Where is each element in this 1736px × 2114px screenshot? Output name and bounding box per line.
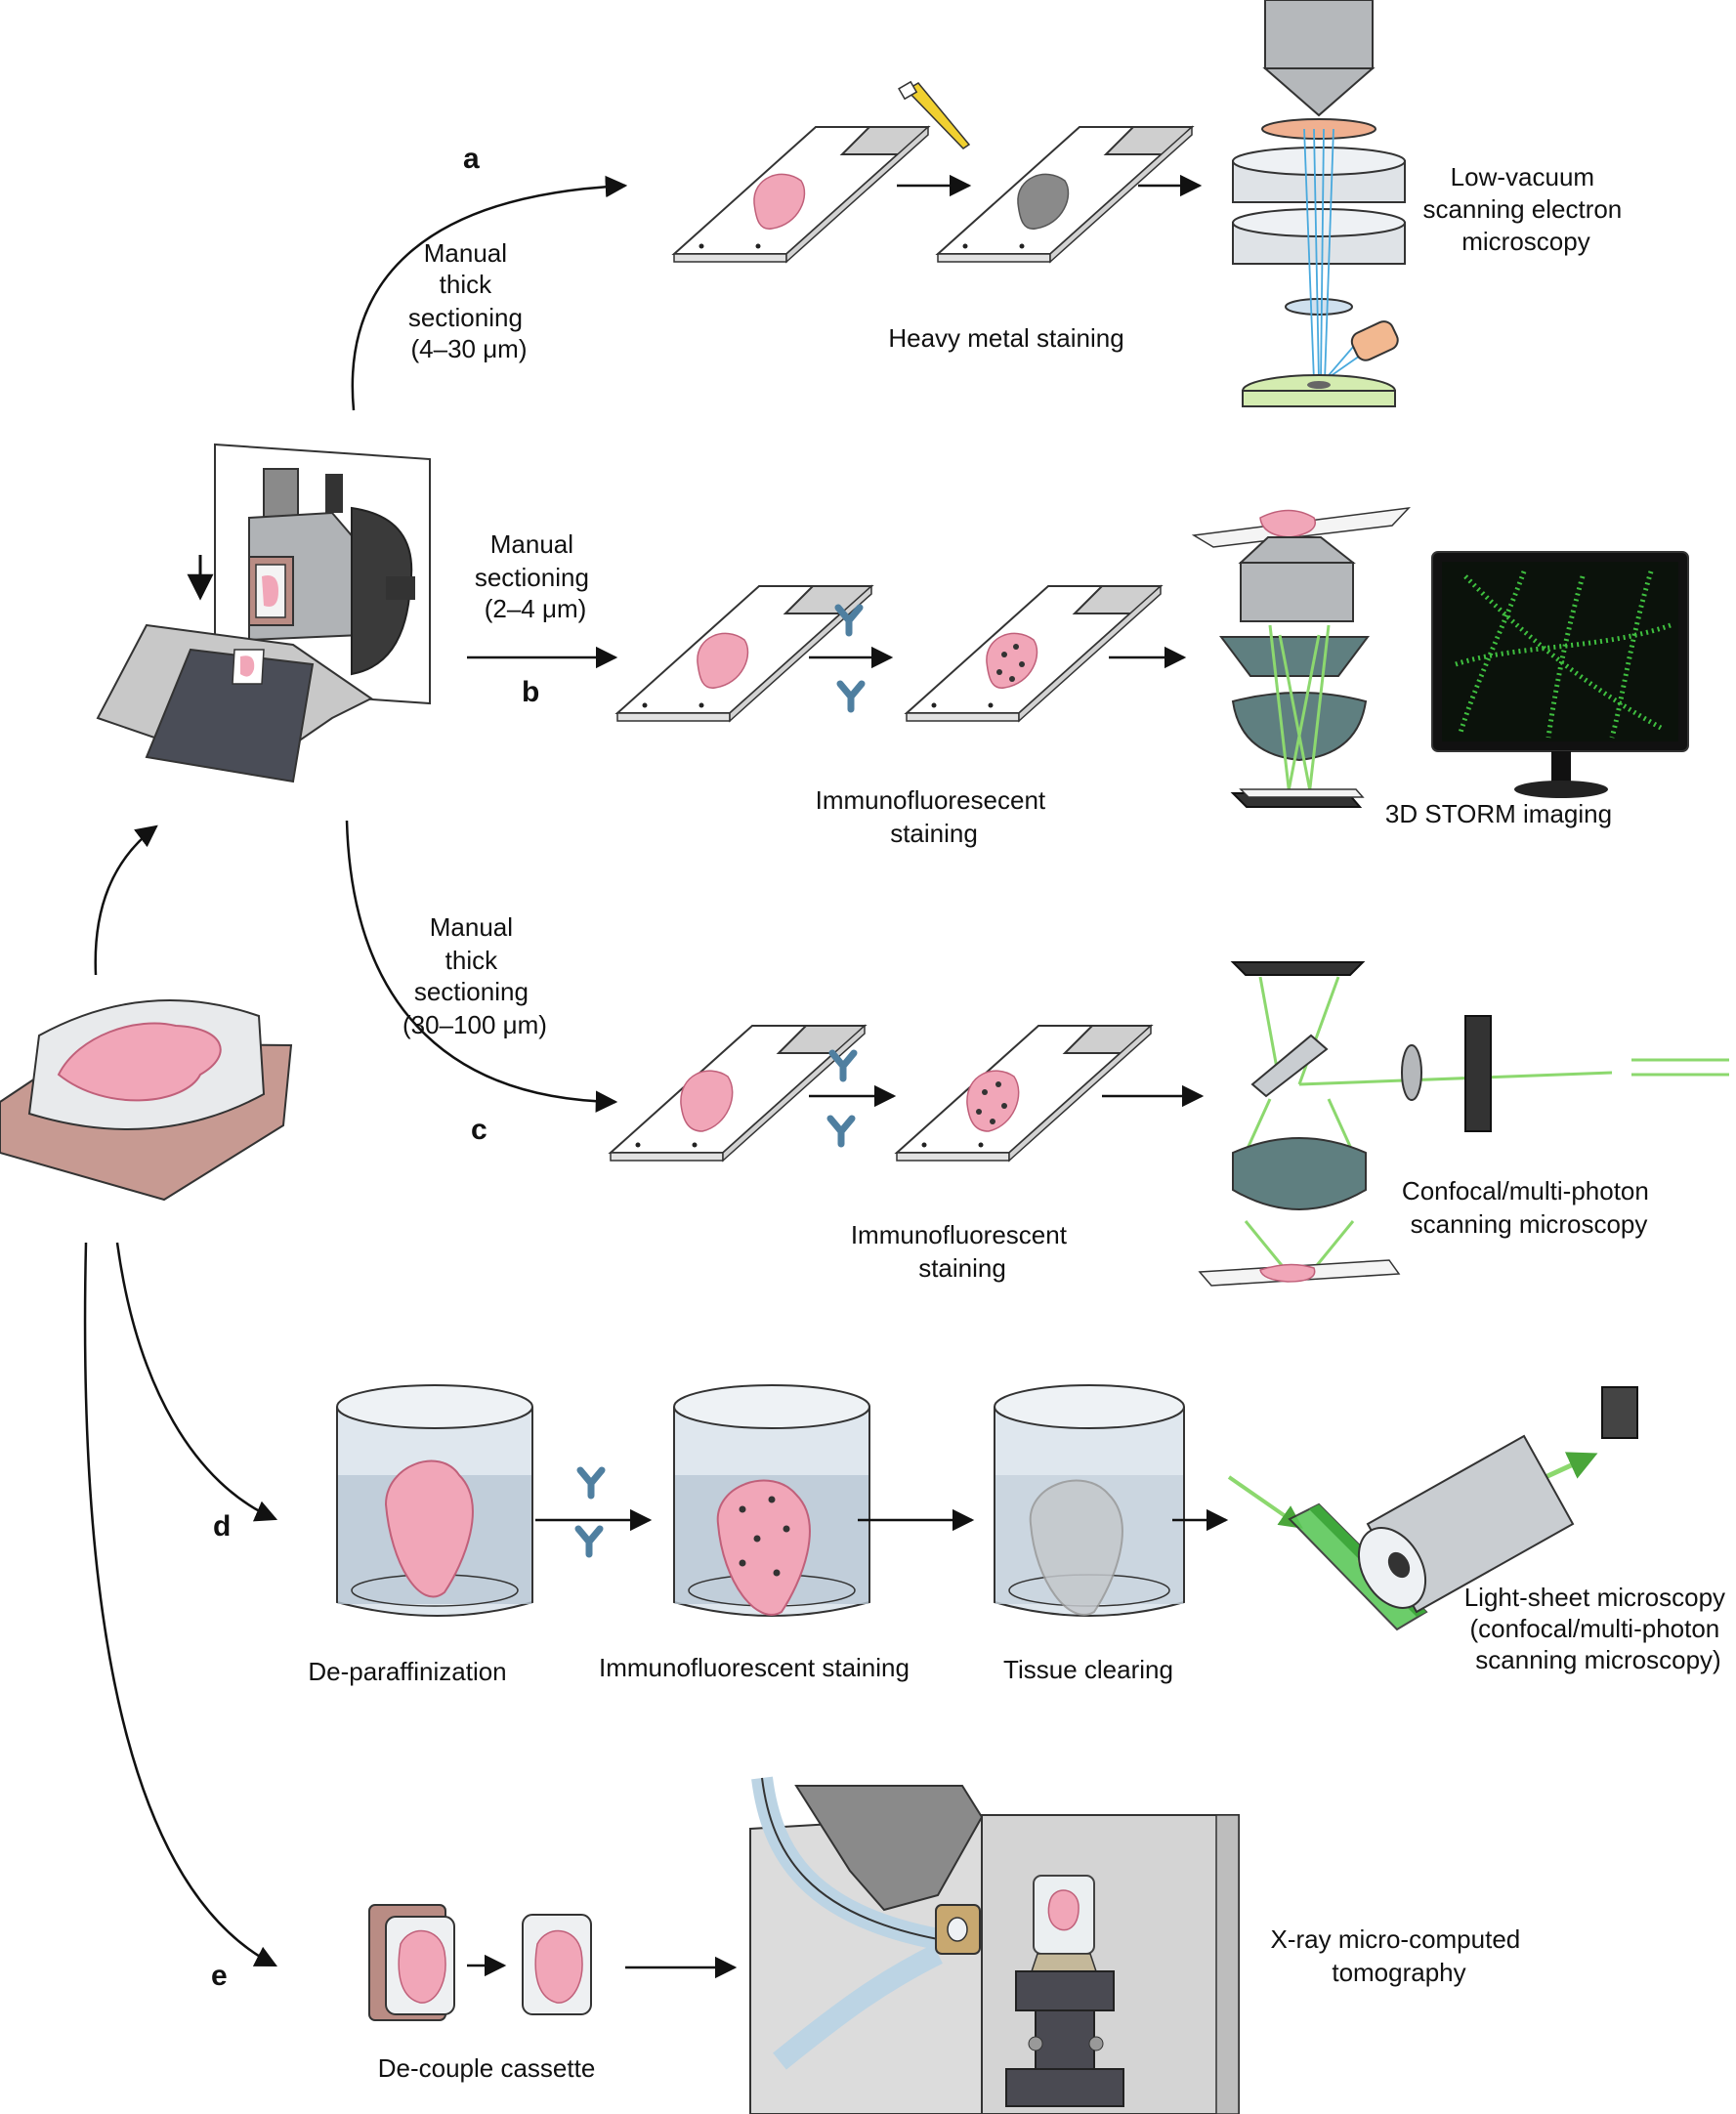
b-imaging-label: 3D STORM imaging — [1385, 799, 1612, 828]
a-stain-label: Heavy metal staining — [888, 323, 1123, 353]
c-sectioning-label: Manual thick sectioning (30–100 μm) — [402, 912, 547, 1039]
panel-letter-a: a — [463, 143, 480, 175]
arrow-c — [345, 820, 618, 1113]
cassette — [368, 1904, 455, 2021]
e-imaging-label: X-ray micro-computed tomography — [1271, 1924, 1528, 1987]
sem-instrument — [1232, 0, 1406, 407]
beaker-clearing — [994, 1384, 1185, 1617]
panel-letter-e: e — [211, 1960, 228, 1992]
beaker-deparaffinization — [336, 1384, 533, 1617]
pipette-icon — [898, 80, 971, 149]
b-antibody-icon-2 — [840, 684, 862, 709]
d-antibody-icon-1 — [580, 1470, 602, 1496]
c-antibody-icon-2 — [830, 1119, 852, 1144]
monitor-icon — [1431, 551, 1689, 798]
b-sectioning-label: Manual sectioning (2–4 μm) — [475, 529, 596, 623]
beaker-staining — [673, 1384, 870, 1617]
c-imaging-label: Confocal/multi-photon scanning microscop… — [1402, 1176, 1656, 1239]
a-slide-2 — [937, 126, 1193, 263]
c-antibody-icon-1 — [832, 1053, 854, 1078]
a-sectioning-label: Manual thick sectioning (4–30 μm) — [408, 238, 529, 363]
d-step2-label: Immunofluorescent staining — [599, 1653, 910, 1682]
c-stain-label: Immunofluorescent staining — [851, 1220, 1074, 1283]
a-imaging-label: Low-vacuum scanning electron microscopy — [1422, 162, 1629, 256]
storm-microscope — [1191, 506, 1411, 808]
panel-letter-b: b — [522, 676, 539, 708]
light-sheet-microscope — [1227, 1386, 1638, 1631]
arrow-a — [351, 175, 628, 411]
a-slide-1 — [673, 126, 929, 263]
decoupled-block — [522, 1914, 592, 2015]
confocal-microscope — [1198, 961, 1729, 1287]
xray-ct-instrument — [749, 1776, 1240, 2114]
arrow-e — [83, 1242, 278, 1967]
microtome — [96, 443, 431, 783]
d-step3-label: Tissue clearing — [1003, 1655, 1173, 1684]
c-slide-2 — [896, 1025, 1152, 1162]
panel-letter-d: d — [213, 1510, 231, 1543]
d-antibody-icon-2 — [578, 1529, 600, 1554]
d-step1-label: De-paraffinization — [308, 1657, 506, 1686]
panel-letter-c: c — [471, 1114, 487, 1146]
paraffin-block — [0, 999, 293, 1202]
b-stain-label: Immunofluoresecent staining — [816, 785, 1053, 848]
b-slide-2 — [906, 585, 1162, 722]
c-slide-1 — [610, 1025, 866, 1162]
b-slide-1 — [616, 585, 872, 722]
d-imaging-label: Light-sheet microscopy (confocal/multi-p… — [1464, 1583, 1733, 1674]
e-step1-label: De-couple cassette — [378, 2053, 596, 2083]
arrow-d — [115, 1242, 278, 1522]
